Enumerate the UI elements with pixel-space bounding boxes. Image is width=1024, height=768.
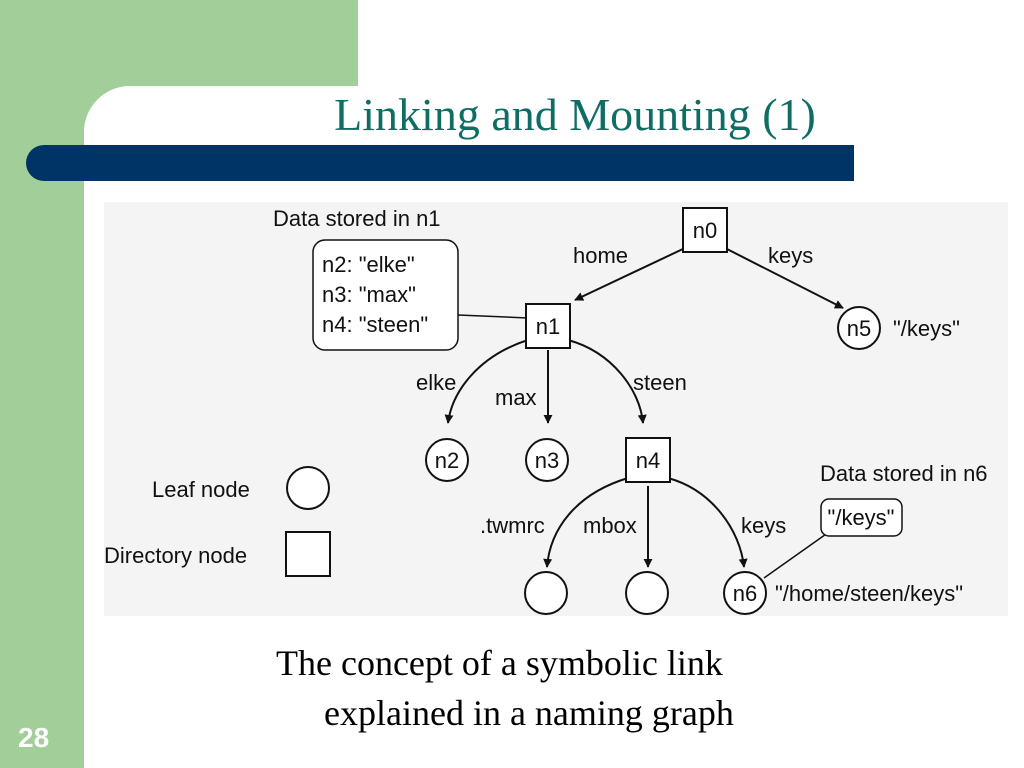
node-n5 <box>837 306 881 350</box>
slide-title: Linking and Mounting (1) <box>334 89 816 140</box>
edge-label-steen: steen <box>633 370 687 395</box>
title-bar <box>26 145 854 181</box>
edge-steen <box>567 339 647 424</box>
slide-number: 28 <box>18 722 50 753</box>
edge-label-home: home <box>573 243 628 268</box>
node-n5-label: n5 <box>847 316 871 341</box>
edge-label-keys-top: keys <box>768 243 813 268</box>
n6-data-heading: Data stored in n6 <box>820 461 988 486</box>
legend-leaf-symbol <box>286 466 330 510</box>
node-n6-label: n6 <box>733 581 757 606</box>
node-twmrc <box>524 571 568 615</box>
node-n3-label: n3 <box>535 448 559 473</box>
edge-elke <box>444 339 529 424</box>
edge-label-twmrc: .twmrc <box>480 513 545 538</box>
node-n1 <box>525 303 571 349</box>
n6-path-label: "/home/steen/keys" <box>775 581 963 606</box>
node-n6 <box>723 571 767 615</box>
node-n2 <box>425 438 469 482</box>
node-n3 <box>525 438 569 482</box>
legend-leaf-label: Leaf node <box>152 477 250 502</box>
node-n0 <box>682 207 728 253</box>
diagram-background <box>104 202 1008 616</box>
n1-data-line: n3: "max" <box>322 282 416 307</box>
caption-line-2: explained in a naming graph <box>324 693 734 733</box>
edge-twmrc <box>543 477 629 568</box>
n1-data-box <box>312 239 459 351</box>
edge-label-keys-n6: keys <box>741 513 786 538</box>
legend-directory-label: Directory node <box>104 543 247 568</box>
edge-home <box>574 247 686 301</box>
node-mbox <box>625 571 669 615</box>
n6-data-value: "/keys" <box>828 505 895 530</box>
n5-path-label: "/keys" <box>893 316 960 341</box>
node-n0-label: n0 <box>693 218 717 243</box>
n6-data-box <box>820 498 903 537</box>
node-n2-label: n2 <box>435 448 459 473</box>
slide-caption: The concept of a symbolic link explained… <box>250 638 860 738</box>
n1-data-connector <box>457 314 529 319</box>
edge-keys-n6 <box>667 477 748 568</box>
edge-label-elke: elke <box>416 370 456 395</box>
node-n4 <box>625 437 671 483</box>
edge-label-mbox: mbox <box>583 513 637 538</box>
n1-data-line: n4: "steen" <box>322 312 428 337</box>
legend-directory-symbol <box>285 531 331 577</box>
node-n1-label: n1 <box>536 314 560 339</box>
n6-data-connector <box>763 531 830 579</box>
n1-data-line: n2: "elke" <box>322 252 415 277</box>
n1-data-heading: Data stored in n1 <box>273 206 441 231</box>
edge-label-max: max <box>495 385 537 410</box>
caption-line-1: The concept of a symbolic link <box>276 643 723 683</box>
edge-keys-top <box>724 247 844 309</box>
node-n4-label: n4 <box>636 448 660 473</box>
